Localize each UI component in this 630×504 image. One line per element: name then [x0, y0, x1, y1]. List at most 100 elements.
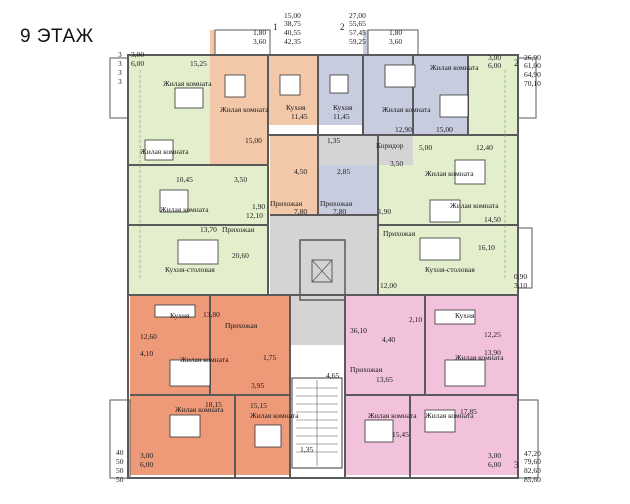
area-1-35-b: 1,35 [300, 445, 313, 454]
elevator-shaft [299, 239, 346, 301]
left-bottom-stack-4: 50 [116, 475, 124, 484]
apt2a-area-1: 27,00 [349, 11, 366, 20]
area-4-40: 4,40 [382, 335, 395, 344]
area-4-10: 4,10 [140, 349, 153, 358]
room-living-3: Жилая комната [140, 147, 189, 156]
apt3-area-1: 47,20 [524, 449, 541, 458]
room-kitchen-1: Кухня [286, 103, 306, 112]
dim-lines [139, 70, 506, 280]
apt3-balcony-2: 6,00 [488, 460, 501, 469]
labels: 1 15,00 38,75 40,55 42,35 1,80 3,60 2 27… [116, 11, 541, 484]
area-15-25: 15,25 [190, 59, 207, 68]
area-5-00: 5,00 [419, 143, 432, 152]
zone-pink-right [345, 295, 518, 475]
left-top-balcony-1: 3,00 [131, 50, 144, 59]
room-living-12: Жилая комната [455, 353, 504, 362]
left-top-stack-2: 3 [118, 59, 122, 68]
apt2b-balcony-1: 3,00 [488, 53, 501, 62]
balcony-top-2 [367, 29, 419, 56]
balcony-left-bottom [109, 399, 131, 479]
area-20-60: 20,60 [232, 251, 249, 260]
area-1-35: 1,35 [327, 136, 340, 145]
apt2b-area-1: 26,90 [524, 53, 541, 62]
area-2-85: 2,85 [337, 167, 350, 176]
apt1-area-4: 42,35 [284, 37, 301, 46]
apt1-area-3: 40,55 [284, 28, 301, 37]
apt3-area-4: 85,60 [524, 475, 541, 484]
area-12-60: 12,60 [140, 332, 157, 341]
apt3-number: 3 [514, 460, 519, 470]
apt2a-number: 2 [340, 22, 345, 32]
area-2-10: 2,10 [409, 315, 422, 324]
area-15-15: 15,15 [250, 401, 267, 410]
room-living-10: Жилая комната [175, 405, 224, 414]
core [291, 239, 346, 469]
apt2a-area-3: 57,45 [349, 28, 366, 37]
apt2a-area-2: 55,65 [349, 19, 366, 28]
area-12-90: 12,90 [395, 125, 412, 134]
apt2b-area-3: 64,90 [524, 70, 541, 79]
area-11-45-a: 11,45 [291, 112, 308, 121]
left-top-stack-1: 3 [118, 50, 122, 59]
apt2a-balcony-2: 3,60 [389, 37, 402, 46]
floor-title: 9 ЭТАЖ [20, 26, 94, 47]
room-living-7: Жилая комната [425, 169, 474, 178]
area-10-45: 10,45 [176, 175, 193, 184]
room-living-6: Жилая комната [430, 63, 479, 72]
room-living-8: Жилая комната [450, 201, 499, 210]
room-living-2: Жилая комната [220, 105, 269, 114]
room-hall-5: Прихожая [225, 321, 258, 330]
room-hall-3: Прихожая [320, 199, 353, 208]
balcony-top-1 [214, 29, 271, 56]
area-11-45-b: 11,45 [333, 112, 350, 121]
apt3-area-3: 82,60 [524, 466, 541, 475]
apt3-area-2: 79,60 [524, 457, 541, 466]
zone-green-right-top [468, 55, 518, 135]
room-kitchen-dining-1: Кухня-столовая [165, 265, 215, 274]
area-3-50-a: 3,50 [234, 175, 247, 184]
area-4-65: 4,65 [326, 371, 339, 380]
left-bottom-stack-1: 40 [116, 448, 124, 457]
room-living-13: Жилая комната [368, 411, 417, 420]
area-12-25: 12,25 [484, 330, 501, 339]
apt2a-area-4: 59,25 [349, 37, 366, 46]
right-side-balcony-2: 3,10 [514, 281, 527, 290]
area-1-90-b: 1,90 [378, 207, 391, 216]
room-living-1: Жилая комната [163, 79, 212, 88]
room-living-9: Жилая комната [180, 355, 229, 364]
room-living-4: Жилая комната [160, 205, 209, 214]
area-14-50: 14,50 [484, 215, 501, 224]
area-3-50-b: 3,50 [390, 159, 403, 168]
room-hall-1: Прихожая [222, 225, 255, 234]
area-13-65: 13,65 [376, 375, 393, 384]
area-12-00: 12,00 [380, 281, 397, 290]
area-4-50: 4,50 [294, 167, 307, 176]
apt1-area-1: 15,00 [284, 11, 301, 20]
room-hall-4: Прихожая [383, 229, 416, 238]
zone-peach-hall [270, 135, 318, 215]
area-18-15: 18,15 [205, 400, 222, 409]
apt2b-area-2: 61,00 [524, 61, 541, 70]
room-hall-6: Прихожая [350, 365, 383, 374]
apt2b-balcony-2: 6,00 [488, 61, 501, 70]
room-kitchen-4: Кухня [455, 311, 475, 320]
area-1-90-a: 1,90 [252, 202, 265, 211]
left-bottom-stack-2: 50 [116, 457, 124, 466]
area-15-45: 15,45 [392, 430, 409, 439]
apt1-balcony-1: 1,80 [253, 28, 266, 37]
area-15-00-a: 15,00 [245, 136, 262, 145]
left-top-stack-3: 3 [118, 68, 122, 77]
area-13-70: 13,70 [200, 225, 217, 234]
room-living-11: Жилая комната [250, 411, 299, 420]
area-1-75: 1,75 [263, 353, 276, 362]
apt3-balcony-1: 3,00 [488, 451, 501, 460]
room-kitchen-2: Кухня [333, 103, 353, 112]
apt2b-number: 2 [514, 58, 519, 68]
area-3-95: 3,95 [251, 381, 264, 390]
left-top-balcony-2: 6,00 [131, 59, 144, 68]
area-13-90: 13,90 [484, 348, 501, 357]
zone-lavender-hall-r [318, 165, 378, 215]
left-bottom-balcony-2: 6,00 [140, 460, 153, 469]
area-17-85: 17,85 [460, 407, 477, 416]
